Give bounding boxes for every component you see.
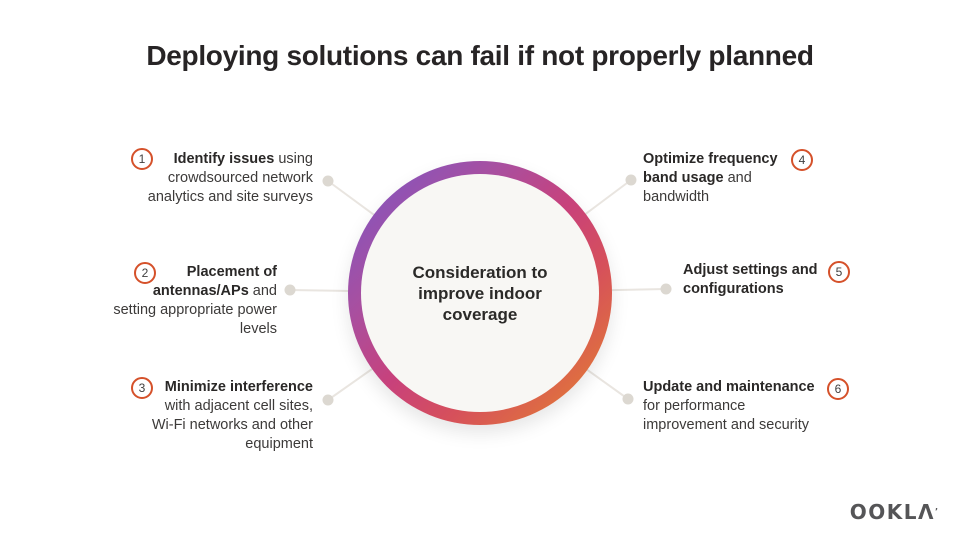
center-circle-inner: Consideration to improve indoor coverage [361,174,599,412]
item-number-badge-5: 5 [828,261,850,283]
item-number-badge-1: 1 [131,148,153,170]
center-text-line: improve indoor [418,283,542,303]
item-number-badge-2: 2 [134,262,156,284]
connector-dot [284,284,296,296]
connector-dot [322,175,334,187]
connector-dot [322,394,334,406]
item-number-badge-6: 6 [827,378,849,400]
item-number-badge-3: 3 [131,377,153,399]
slide-title: Deploying solutions can fail if not prop… [146,40,814,71]
ookla-logo-text: OOKLΛ [849,500,935,524]
connector-dot [660,283,672,295]
center-circle: Consideration to improve indoor coverage [348,161,612,425]
connector-dot [622,393,634,405]
center-text-line: coverage [442,304,518,324]
center-text-line: Consideration to [412,262,548,282]
ookla-logo-mark: ’ [934,507,938,516]
item-number-badge-4: 4 [791,149,813,171]
connector-dot [625,174,637,186]
center-circle-text: Consideration to improve indoor coverage [412,262,547,325]
ookla-logo: OOKLΛ’ [850,501,938,523]
